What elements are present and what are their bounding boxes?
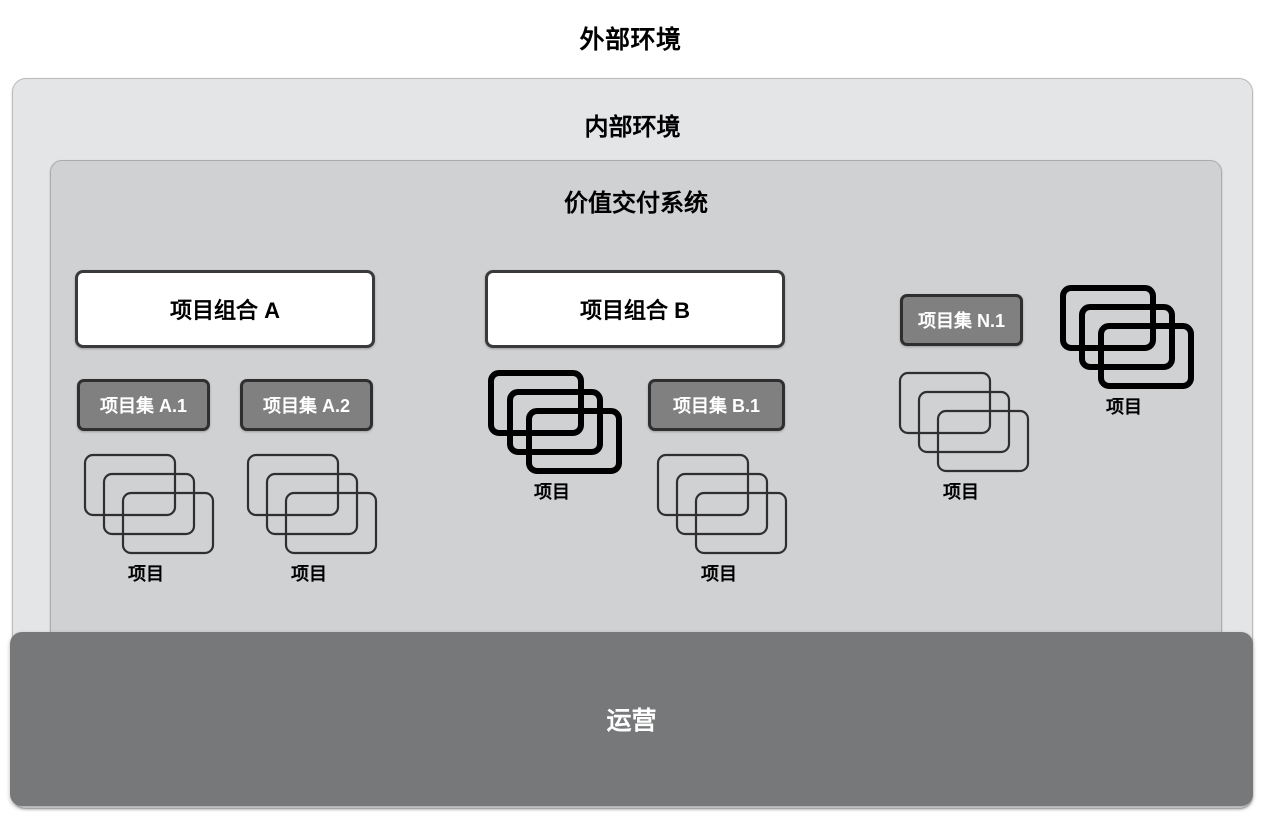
project-stack-icon bbox=[82, 452, 215, 555]
operations-bar: 运营 bbox=[10, 632, 1253, 806]
project-stack-label: 项目 bbox=[701, 564, 737, 584]
project-stack-label: 项目 bbox=[534, 482, 570, 502]
value-delivery-system-container: 价值交付系统 bbox=[50, 160, 1222, 655]
project-stack-icon bbox=[488, 370, 622, 474]
project-stack-icon bbox=[1060, 285, 1194, 389]
project-stack-label: 项目 bbox=[943, 482, 979, 502]
program-n1-box[interactable]: 项目集 N.1 bbox=[900, 294, 1023, 346]
project-stack-icon bbox=[897, 370, 1030, 473]
project-stack-icon bbox=[245, 452, 378, 555]
external-environment-title: 外部环境 bbox=[579, 26, 682, 54]
program-a2-box[interactable]: 项目集 A.2 bbox=[240, 379, 373, 431]
portfolio-b-box[interactable]: 项目组合 B bbox=[485, 270, 785, 348]
internal-environment-title: 内部环境 bbox=[584, 114, 681, 141]
project-stack-label: 项目 bbox=[291, 564, 327, 584]
project-stack-label: 项目 bbox=[128, 564, 164, 584]
program-a1-box[interactable]: 项目集 A.1 bbox=[77, 379, 210, 431]
project-stack-icon bbox=[655, 452, 788, 555]
program-b1-box[interactable]: 项目集 B.1 bbox=[648, 379, 785, 431]
project-stack-label: 项目 bbox=[1106, 397, 1142, 417]
value-delivery-system-title: 价值交付系统 bbox=[564, 190, 708, 217]
portfolio-a-box[interactable]: 项目组合 A bbox=[75, 270, 375, 348]
